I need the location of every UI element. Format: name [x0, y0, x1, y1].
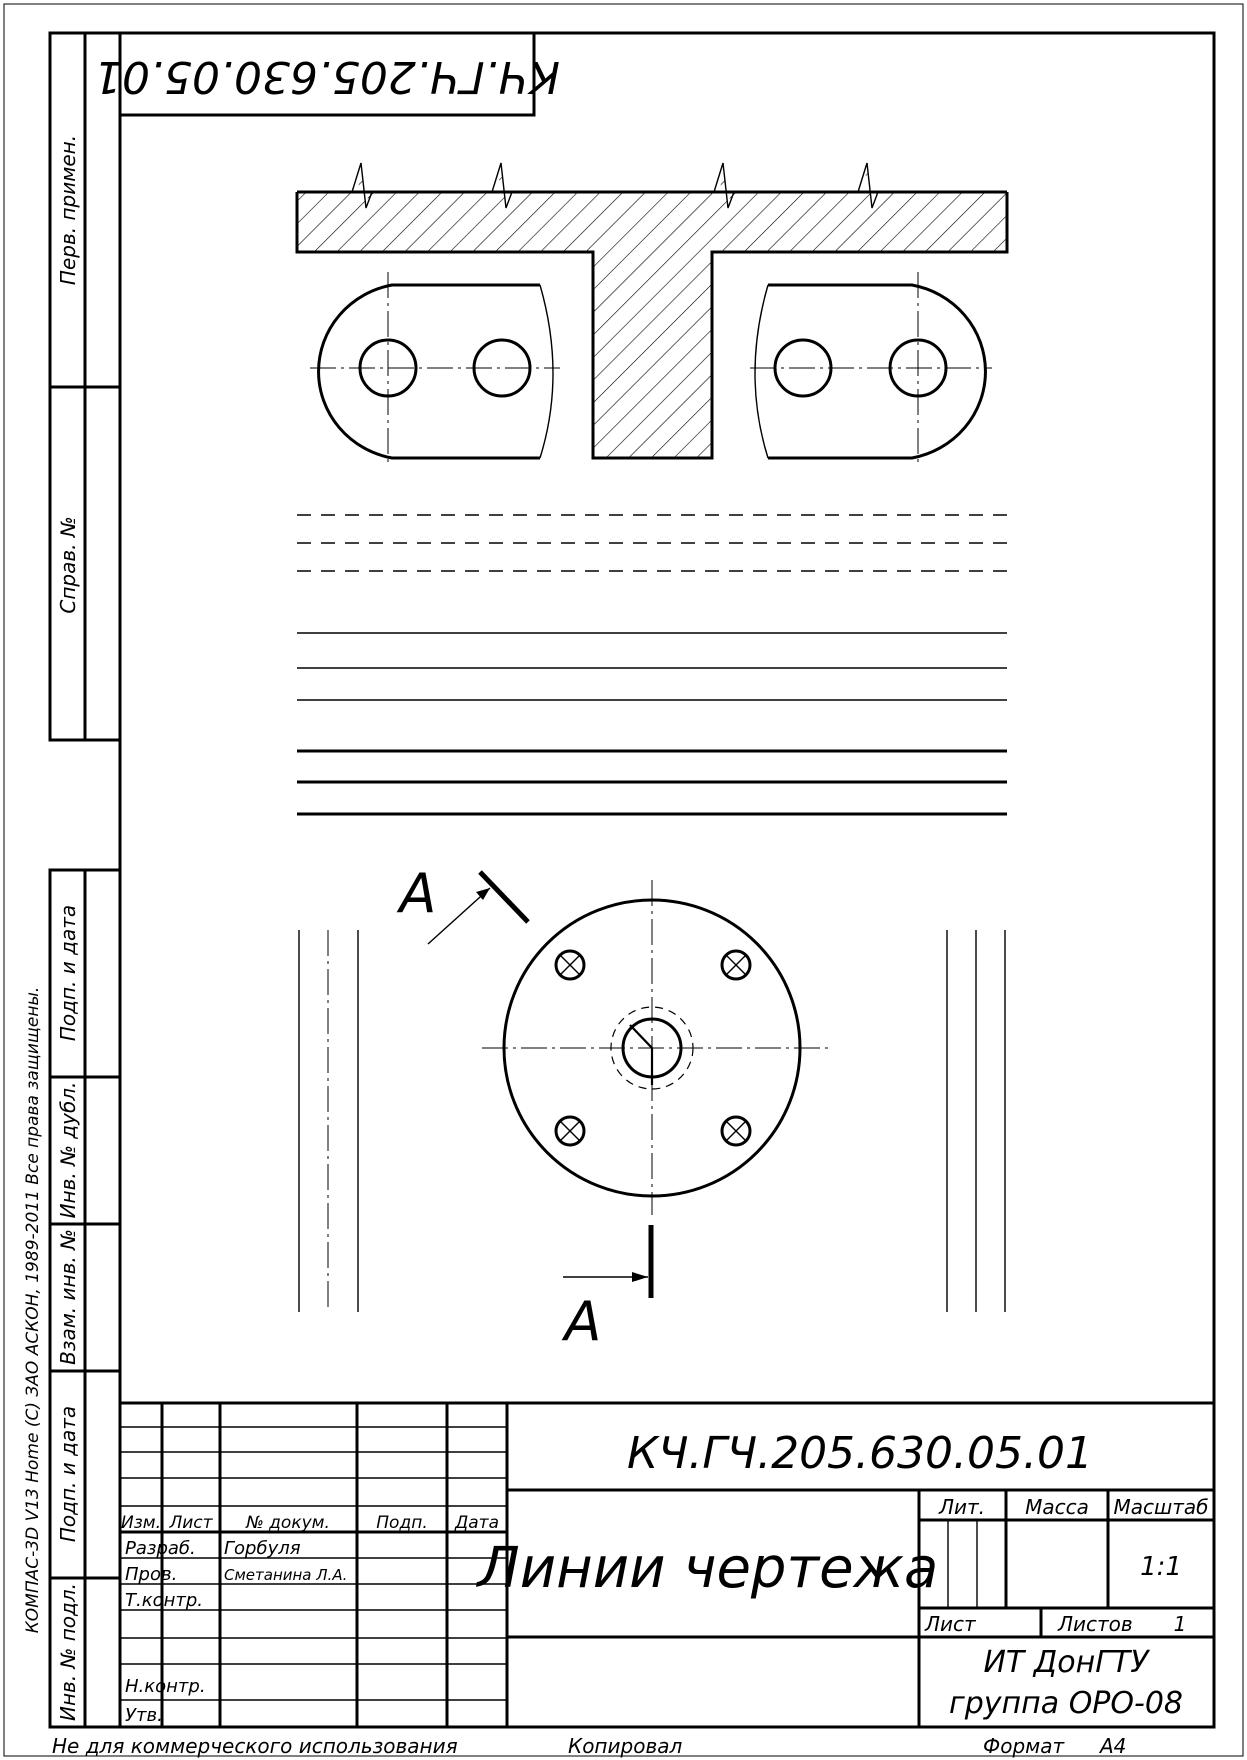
bolt-hole-4	[720, 1115, 752, 1147]
name-prov: Сметанина Л.А.	[224, 1566, 347, 1584]
col-docum: № докум.	[245, 1513, 330, 1533]
massa-label: Масса	[1025, 1495, 1089, 1519]
bolt-hole-2	[720, 949, 752, 981]
name-razrab: Горбуля	[224, 1538, 301, 1559]
vzam-inv-label: Взам. инв. №	[56, 1229, 80, 1365]
section-label-bottom: А	[562, 1290, 602, 1353]
masshtab-label: Масштаб	[1113, 1495, 1208, 1519]
section-marker-bottom: А	[562, 1225, 654, 1353]
line-types-demo	[297, 514, 1007, 816]
rotated-code-box: КЧ.ГЧ.205.630.05.01	[94, 31, 560, 117]
inv-podl-label: Инв. № подл.	[56, 1583, 80, 1721]
flange-drawing	[298, 880, 1006, 1312]
kopiroval-text: Копировал	[568, 1734, 682, 1758]
org-line-2: группа ОРО-08	[949, 1686, 1183, 1721]
not-commercial-text: Не для коммерческого использования	[52, 1734, 458, 1758]
bolt-hole-1	[554, 949, 586, 981]
rotated-code-text: КЧ.ГЧ.205.630.05.01	[94, 51, 560, 102]
sprav-no-label: Справ. №	[56, 516, 80, 613]
col-podp: Подп.	[376, 1513, 427, 1533]
document-title: Линии чертежа	[476, 1536, 939, 1601]
col-list: Лист	[168, 1513, 213, 1533]
row-prov: Пров.	[125, 1564, 177, 1585]
format-value: А4	[1098, 1734, 1126, 1758]
outer-trim-line	[3, 3, 1244, 1757]
podp-data-top-label: Подп. и дата	[56, 905, 80, 1041]
bolt-hole-3	[554, 1115, 586, 1147]
org-line-1: ИТ ДонГТУ	[983, 1645, 1150, 1680]
row-razrab: Разраб.	[125, 1538, 196, 1559]
list-label: Лист	[924, 1612, 977, 1636]
left-strip-lower: Подп. и дата Инв. № дубл. Взам. инв. № П…	[48, 868, 122, 1729]
perv-primen-label: Перв. примен.	[56, 135, 80, 285]
scale-value: 1:1	[1140, 1552, 1182, 1582]
right-link-outline	[768, 283, 987, 460]
podp-data-bottom-label: Подп. и дата	[56, 1406, 80, 1542]
title-block: Изм. Лист № докум. Подп. Дата Разраб. Пр…	[118, 1401, 1216, 1729]
section-marker-top: А	[397, 862, 530, 945]
section-label-top: А	[397, 862, 437, 925]
left-link-outline	[317, 283, 540, 460]
hatched-t-section	[297, 163, 1007, 458]
t-section-drawing	[295, 162, 1009, 462]
copyright-text: КОМПАС-3D V13 Home (С) ЗАО АСКОН, 1989-2…	[23, 987, 43, 1634]
document-code: КЧ.ГЧ.205.630.05.01	[627, 1428, 1093, 1479]
row-tkontr: Т.контр.	[125, 1590, 203, 1611]
row-nkontr: Н.контр.	[125, 1676, 206, 1697]
col-izm: Изм.	[121, 1513, 161, 1533]
sheets-total: 1	[1174, 1612, 1187, 1636]
left-strip-upper: Перв. примен. Справ. №	[48, 31, 122, 742]
lit-label: Лит.	[938, 1495, 985, 1519]
row-utv: Утв.	[125, 1705, 163, 1726]
footer: Не для коммерческого использования Копир…	[52, 1734, 1126, 1758]
inv-dubl-label: Инв. № дубл.	[56, 1082, 80, 1219]
col-data: Дата	[454, 1513, 499, 1533]
format-label: Формат	[983, 1734, 1065, 1758]
listov-label: Листов	[1057, 1612, 1133, 1636]
